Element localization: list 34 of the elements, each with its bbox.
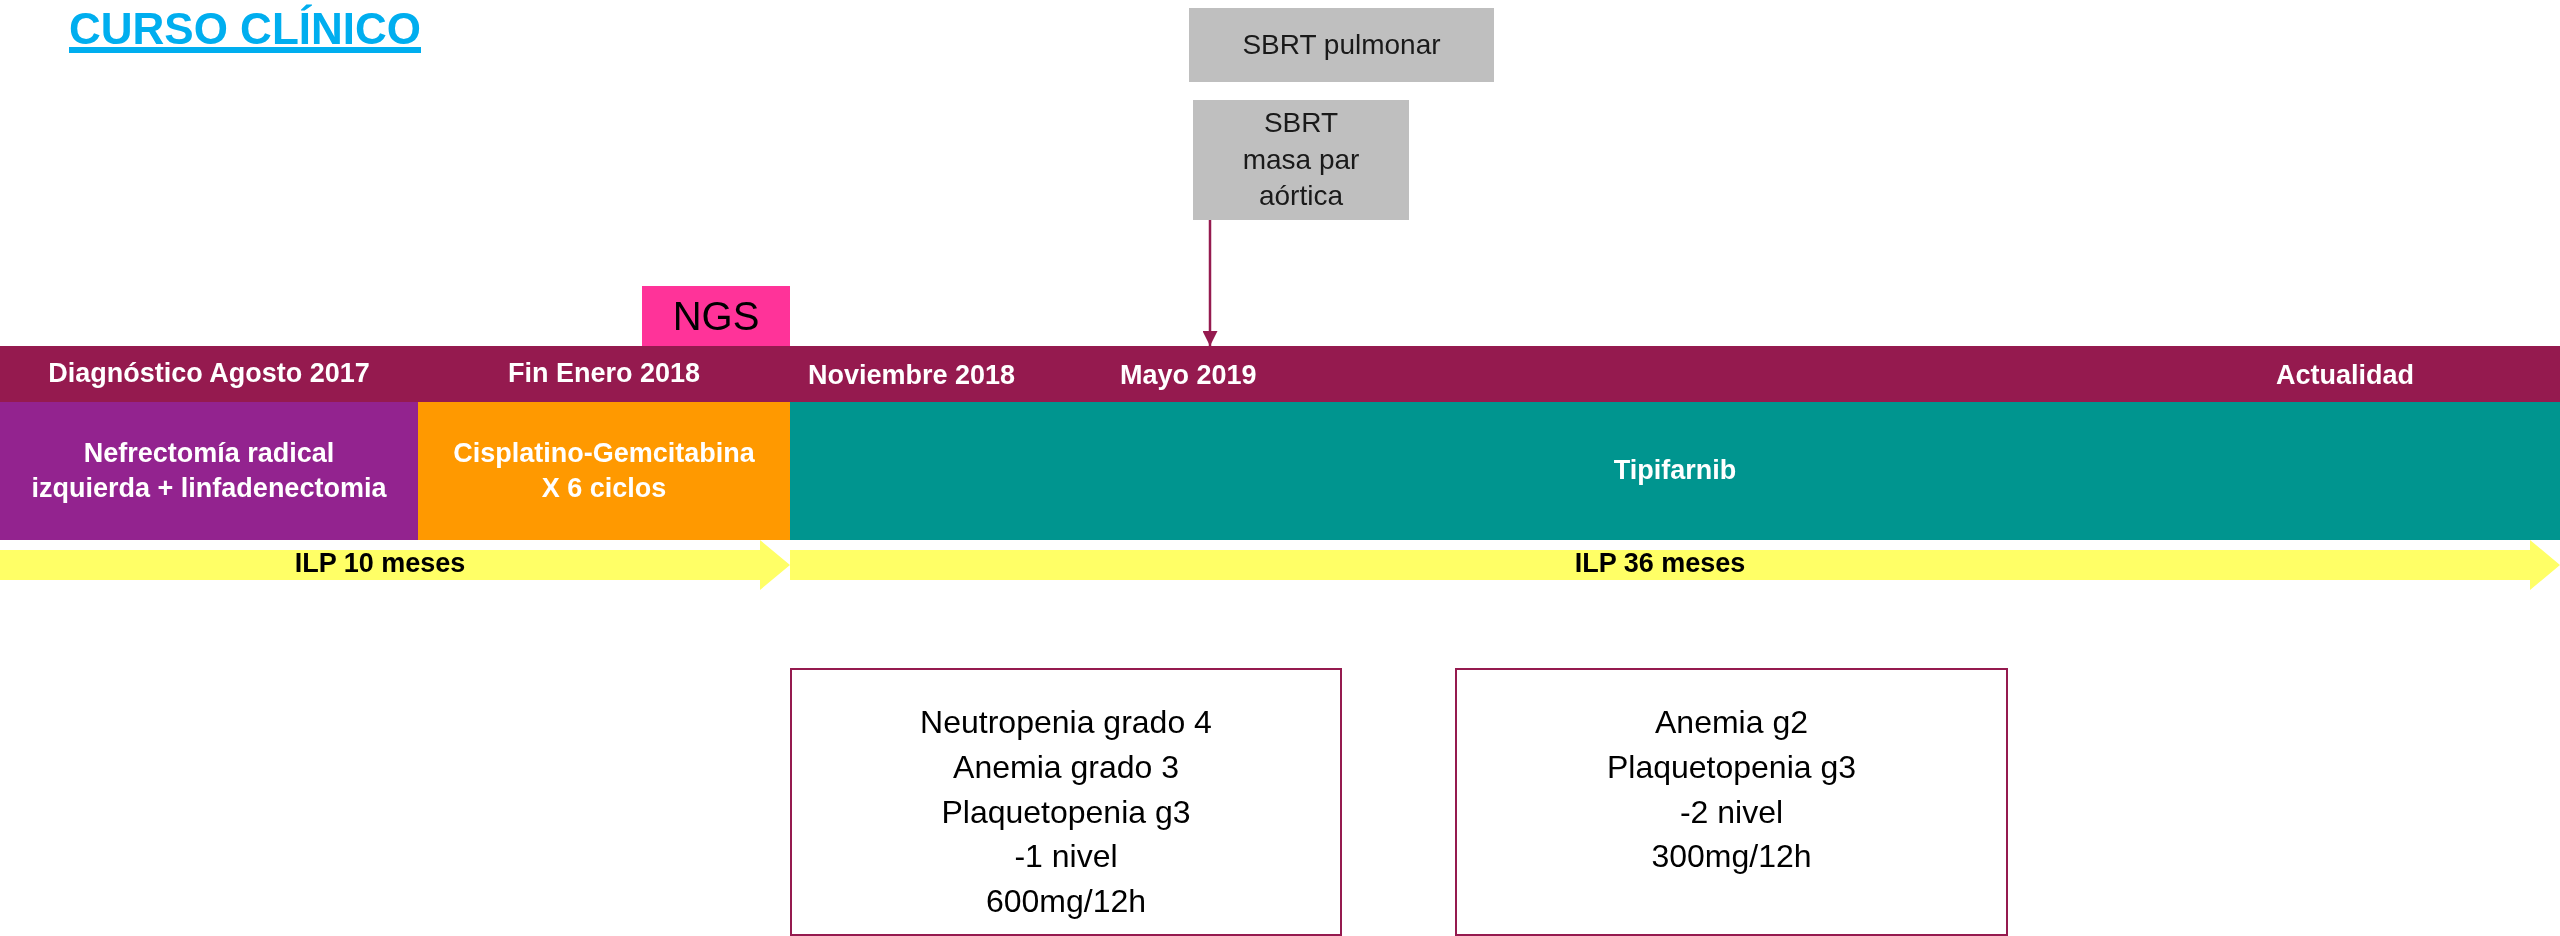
label-text: Nefrectomía radical izquierda + linfadenectomia bbox=[30, 436, 388, 505]
label-text: Cisplatino-Gemcitabina X 6 ciclos bbox=[452, 436, 756, 505]
note-line: Anemia g2 bbox=[1655, 703, 1808, 742]
note-box bbox=[790, 668, 1342, 936]
note-line: -1 nivel bbox=[1014, 837, 1118, 877]
treatment-band bbox=[418, 402, 790, 540]
heading: CURSO CLÍNICO bbox=[69, 4, 421, 54]
note-line: Anemia grado 3 bbox=[953, 747, 1179, 787]
note-box bbox=[1455, 668, 2008, 936]
date-label: Fin Enero 2018 bbox=[507, 357, 701, 391]
event-box bbox=[1193, 100, 1409, 220]
label-text: NGS bbox=[672, 293, 760, 340]
date-label: Noviembre 2018 bbox=[808, 359, 1016, 392]
note-line: -2 nivel bbox=[1679, 792, 1784, 832]
note-line: 300mg/12h bbox=[1651, 837, 1812, 877]
event-box bbox=[1189, 8, 1494, 82]
note-line: Neutropenia grado 4 bbox=[920, 703, 1212, 742]
note-line: Plaquetopenia g3 bbox=[1606, 747, 1857, 787]
date-label: Diagnóstico Agosto 2017 bbox=[48, 357, 370, 391]
treatment-band bbox=[790, 402, 2560, 540]
treatment-band bbox=[0, 402, 418, 540]
label-text: Tipifarnib bbox=[1613, 454, 1737, 488]
arrow bbox=[1202, 220, 1218, 346]
date-label: Mayo 2019 bbox=[1120, 359, 1257, 392]
label-box bbox=[642, 286, 790, 346]
date-band bbox=[0, 346, 418, 402]
date-band bbox=[790, 346, 2560, 402]
note-line: 600mg/12h bbox=[985, 882, 1147, 922]
label-text: SBRT masa par aórtica bbox=[1241, 106, 1361, 214]
label-text: ILP 36 meses bbox=[1574, 547, 1746, 580]
note-line: Plaquetopenia g3 bbox=[941, 792, 1191, 832]
label-text: ILP 10 meses bbox=[294, 547, 466, 580]
label-text: SBRT pulmonar bbox=[1242, 27, 1441, 62]
date-label: Actualidad bbox=[2276, 359, 2415, 392]
